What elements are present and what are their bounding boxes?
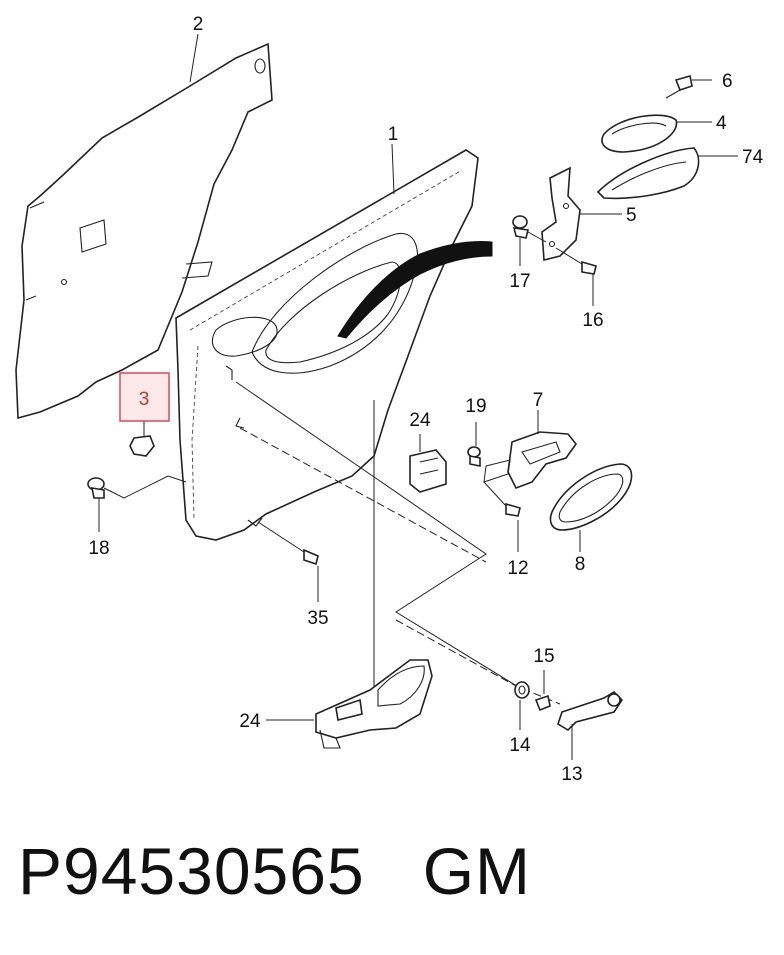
door-trim-panel [175, 149, 493, 541]
screw-6 [665, 74, 712, 99]
callout-16: 16 [582, 310, 603, 331]
callout-13: 13 [561, 764, 582, 785]
callout-17: 17 [509, 271, 530, 292]
bushing-14 [514, 681, 530, 730]
callout-5: 5 [626, 205, 637, 226]
exploded-parts-diagram: 2 1 6 4 74 5 17 16 3 24 19 7 18 12 8 35 … [15, 14, 764, 785]
callout-7: 7 [533, 390, 544, 411]
callout-74: 74 [742, 147, 764, 168]
fastener-3 [129, 420, 155, 457]
callout-6: 6 [722, 71, 733, 92]
clip-15 [534, 670, 551, 712]
callout-14: 14 [509, 735, 531, 756]
clip-18 [87, 475, 187, 532]
callout-15: 15 [533, 646, 554, 667]
callout-18: 18 [88, 538, 109, 559]
callout-35: 35 [307, 608, 328, 629]
water-deflector-sheet [15, 42, 273, 420]
window-crank-13 [557, 690, 624, 760]
clip-17 [512, 215, 547, 266]
switch-24-upper [409, 434, 447, 493]
callout-12: 12 [507, 558, 528, 579]
inside-handle-7 [483, 410, 578, 490]
callout-4: 4 [716, 113, 727, 134]
leader-1 [391, 143, 395, 195]
callout-2: 2 [193, 14, 204, 35]
callout-19: 19 [465, 396, 486, 417]
part-number-caption: P94530565 GM [18, 838, 531, 904]
part-number: P94530565 [18, 834, 365, 908]
callout-3: 3 [139, 389, 150, 410]
leader-2 [189, 33, 199, 83]
handle-bezel-4 [601, 114, 712, 153]
switch-assembly-24-lower [266, 659, 433, 749]
brand-label: GM [422, 834, 532, 908]
callout-1: 1 [388, 124, 399, 145]
clip-19 [467, 422, 481, 467]
callout-24-lower: 24 [239, 711, 261, 732]
highlight-box [119, 372, 170, 422]
screw-35 [257, 521, 319, 602]
bracket-5 [541, 166, 622, 262]
handle-cover-74 [596, 147, 738, 200]
callout-24-upper: 24 [409, 410, 431, 431]
screw-12 [483, 481, 521, 552]
handle-bezel-8 [549, 463, 633, 552]
callout-8: 8 [575, 554, 586, 575]
screw-16 [555, 247, 597, 306]
